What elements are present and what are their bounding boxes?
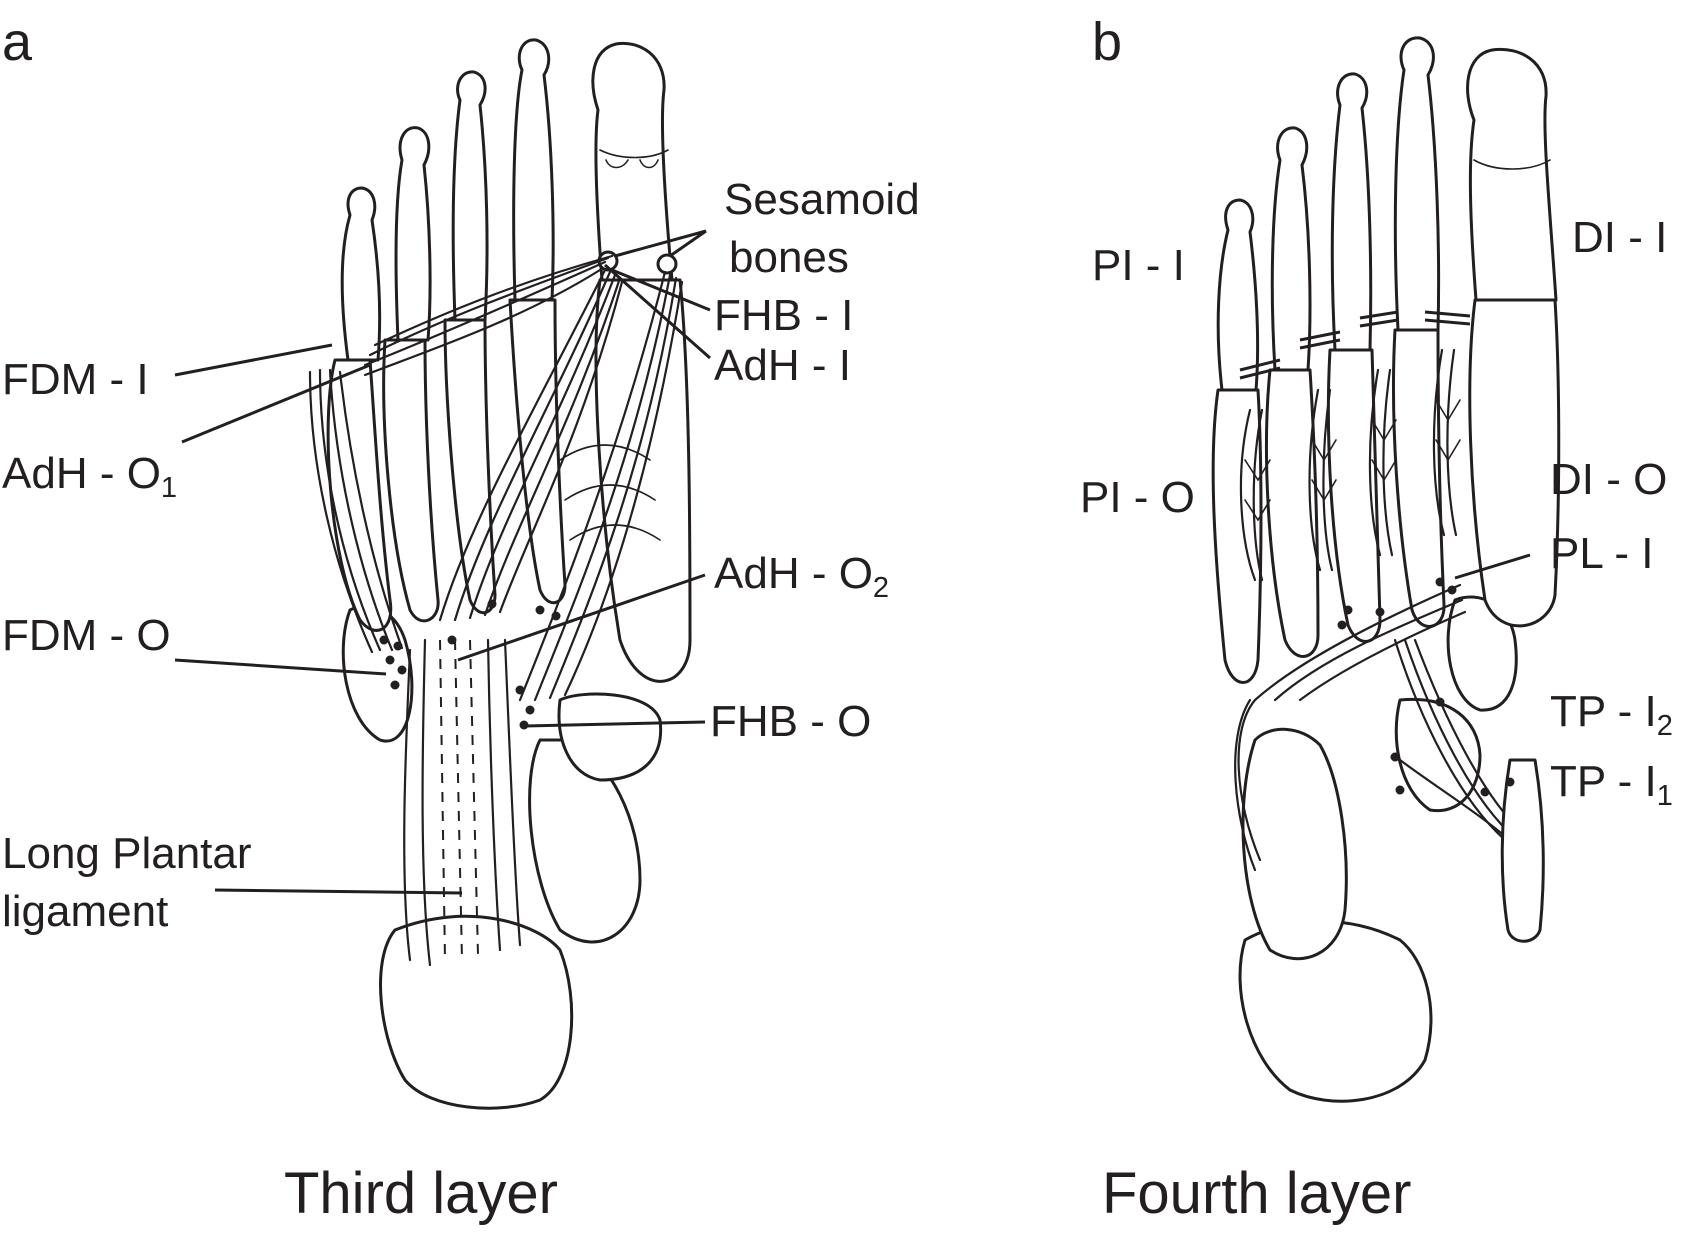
metatarsal-1a bbox=[594, 278, 692, 683]
attachment-dots-b bbox=[1337, 577, 1515, 797]
label-pi-o: PI - O bbox=[1080, 473, 1195, 522]
toe-5b bbox=[1216, 198, 1260, 392]
metatarsal-4b bbox=[1264, 368, 1320, 658]
label-pi-i: PI - I bbox=[1092, 241, 1185, 290]
toe-4b bbox=[1270, 126, 1312, 372]
label-fdm-o: FDM - O bbox=[2, 611, 171, 660]
toe-5a bbox=[340, 186, 382, 362]
label-sesamoid-line2: bones bbox=[729, 233, 849, 282]
calcaneus-a bbox=[379, 914, 574, 1110]
toe-2b bbox=[1393, 36, 1441, 332]
label-adh-o2: AdH - O2 bbox=[714, 549, 890, 604]
toe-1a bbox=[591, 41, 674, 282]
tarsal-a bbox=[528, 738, 642, 944]
label-adh-i: AdH - I bbox=[714, 341, 851, 390]
leader-lines-a bbox=[174, 229, 711, 895]
metatarsal-5b bbox=[1211, 388, 1263, 684]
caption-third-layer: Third layer bbox=[284, 1161, 558, 1226]
toe-4a bbox=[394, 126, 432, 342]
caption-fourth-layer: Fourth layer bbox=[1102, 1161, 1412, 1226]
label-long-plantar-line2: ligament bbox=[2, 887, 169, 936]
label-di-i: DI - I bbox=[1572, 213, 1668, 262]
metatarsal-1b bbox=[1468, 298, 1561, 628]
metatarsal-4a bbox=[382, 338, 440, 623]
label-fdm-i: FDM - I bbox=[2, 355, 149, 404]
metatarsal-3b bbox=[1326, 348, 1382, 643]
label-tp-i2: TP - I2 bbox=[1550, 687, 1673, 742]
metatarsal-2a bbox=[508, 298, 567, 604]
toe-3b bbox=[1330, 72, 1373, 352]
label-pl-i: PL - I bbox=[1550, 529, 1654, 578]
label-fhb-o: FHB - O bbox=[710, 697, 872, 746]
label-fhb-i: FHB - I bbox=[714, 291, 854, 340]
toe-3a bbox=[451, 70, 489, 322]
calcaneus-b bbox=[1238, 919, 1433, 1103]
leader-lines-b bbox=[1454, 553, 1531, 580]
metatarsal-3a bbox=[443, 318, 497, 614]
label-di-o: DI - O bbox=[1550, 455, 1668, 504]
tp-tendon-b bbox=[1500, 758, 1545, 943]
sesamoid-a2 bbox=[656, 253, 678, 275]
panel-letter-b: b bbox=[1092, 12, 1123, 72]
toe-2a bbox=[512, 38, 555, 302]
foot-b-drawing bbox=[1211, 36, 1561, 1103]
label-long-plantar-line1: Long Plantar bbox=[2, 829, 252, 878]
cuneiform-a bbox=[557, 692, 663, 782]
foot-a-drawing bbox=[174, 38, 711, 1110]
label-tp-i1: TP - I1 bbox=[1550, 757, 1673, 812]
toe-1b bbox=[1466, 47, 1558, 302]
panel-letter-a: a bbox=[2, 12, 33, 72]
cuboid-b bbox=[1241, 727, 1348, 961]
label-sesamoid-line1: Sesamoid bbox=[724, 175, 920, 224]
label-adh-o1: AdH - O1 bbox=[2, 449, 178, 504]
